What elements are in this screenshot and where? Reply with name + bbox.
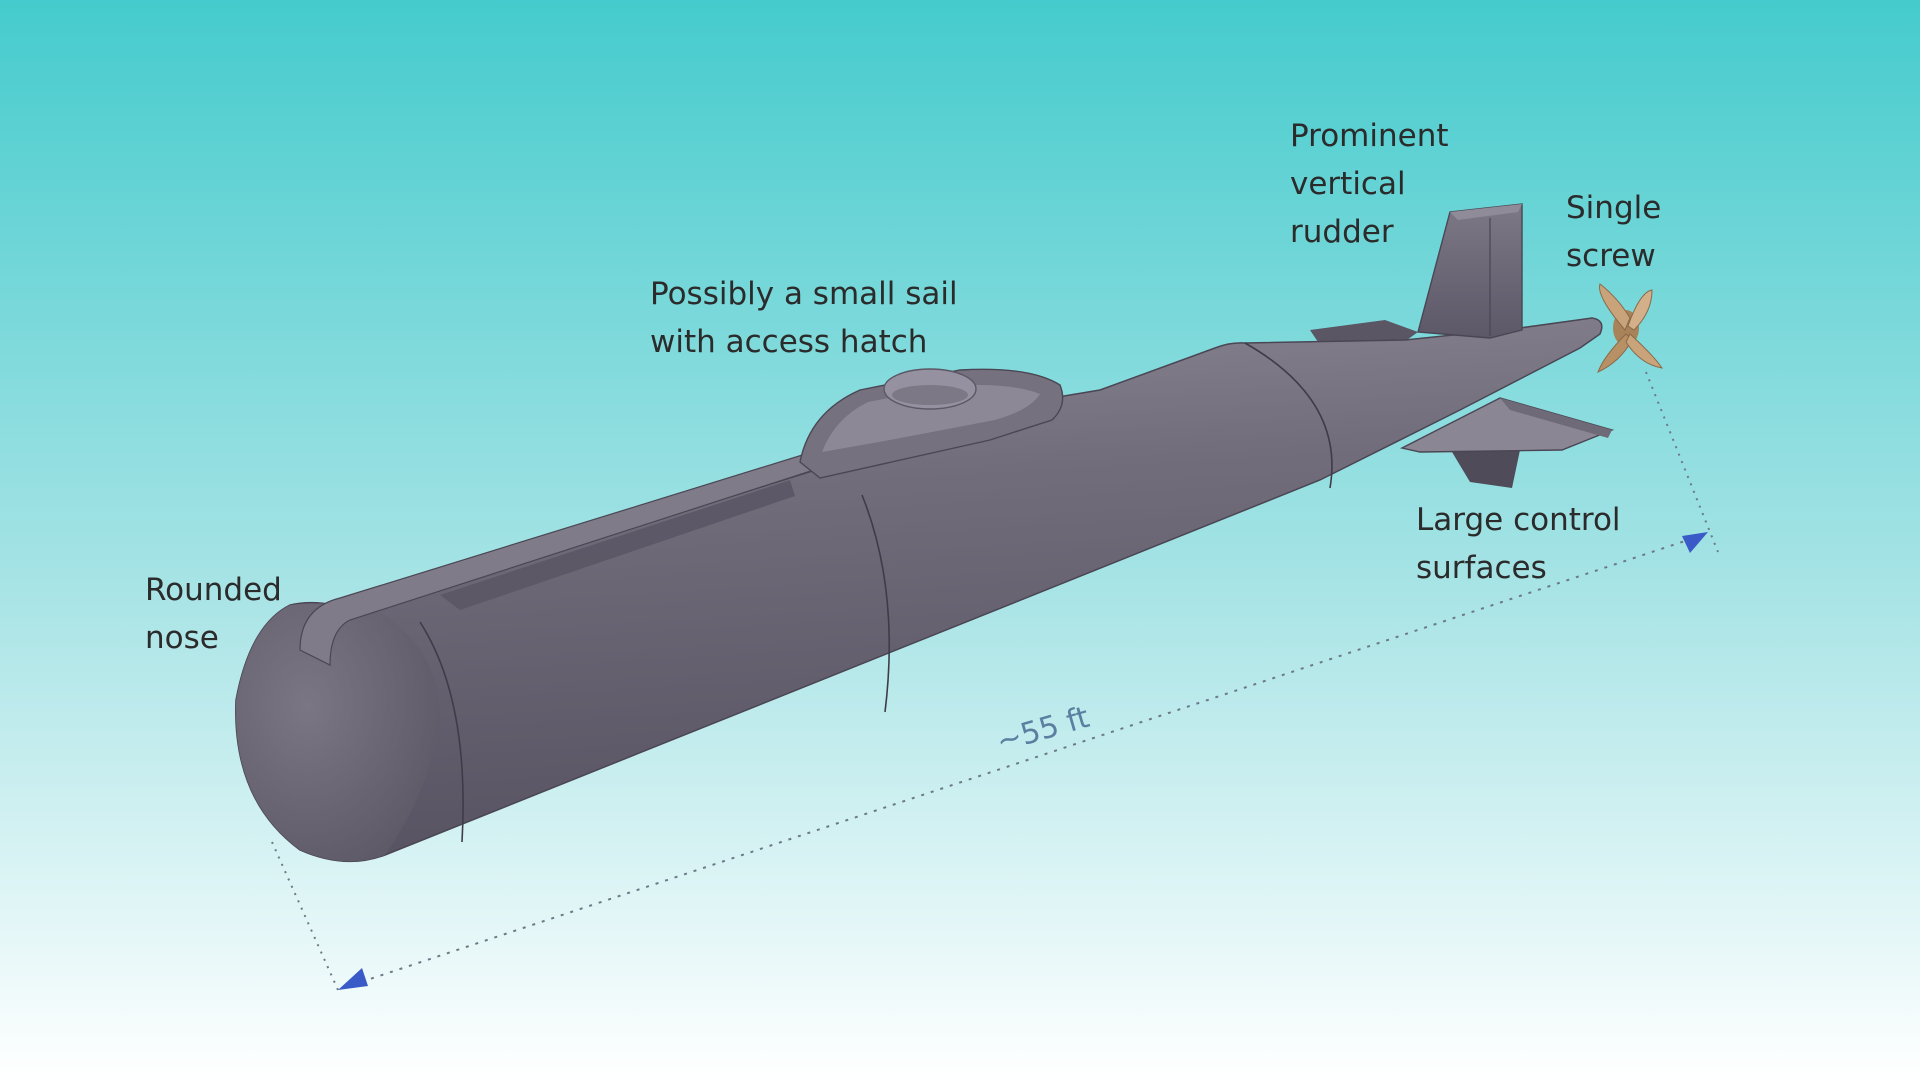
callout-line: screw <box>1566 238 1656 274</box>
callout-line: Large control <box>1416 502 1621 538</box>
callout-vertical-rudder: Prominent vertical rudder <box>1290 112 1449 256</box>
hull-seam-middle <box>861 494 891 713</box>
horizontal-control-surface <box>1399 397 1615 453</box>
callout-line: rudder <box>1290 214 1394 250</box>
callout-rounded-nose: Rounded nose <box>145 566 282 662</box>
upper-rear-fin <box>1310 320 1418 345</box>
callout-control-surfaces: Large control surfaces <box>1416 496 1621 592</box>
callout-line: vertical <box>1290 166 1406 202</box>
vertical-rudder <box>1417 203 1523 339</box>
callout-line: with access hatch <box>650 324 928 360</box>
callout-line: Rounded <box>145 572 282 608</box>
callout-line: Prominent <box>1290 118 1449 154</box>
hull-seam-rear <box>1244 342 1333 489</box>
dimension-arrowhead-nose <box>338 968 368 990</box>
access-hatch-rim <box>892 385 968 405</box>
callout-line: Single <box>1566 190 1662 226</box>
callout-line: Possibly a small sail <box>650 276 958 312</box>
rudder-edge <box>1450 204 1522 220</box>
length-dimension-line <box>351 535 1701 986</box>
callout-line: surfaces <box>1416 550 1547 586</box>
sail-top <box>822 385 1040 452</box>
callout-small-sail: Possibly a small sail with access hatch <box>650 270 958 366</box>
callout-single-screw: Single screw <box>1566 184 1661 280</box>
hull-seam-front <box>419 621 464 843</box>
dorsal-groove <box>440 480 795 610</box>
single-screw-propeller <box>1597 283 1664 373</box>
dimension-extension-nose <box>271 841 339 991</box>
nose-shading <box>235 603 440 862</box>
control-surface-trailing-edge <box>1500 398 1612 438</box>
callout-line: nose <box>145 620 219 656</box>
dimension-extension-tail <box>1645 371 1719 553</box>
dimension-arrowhead-tail <box>1682 532 1708 553</box>
